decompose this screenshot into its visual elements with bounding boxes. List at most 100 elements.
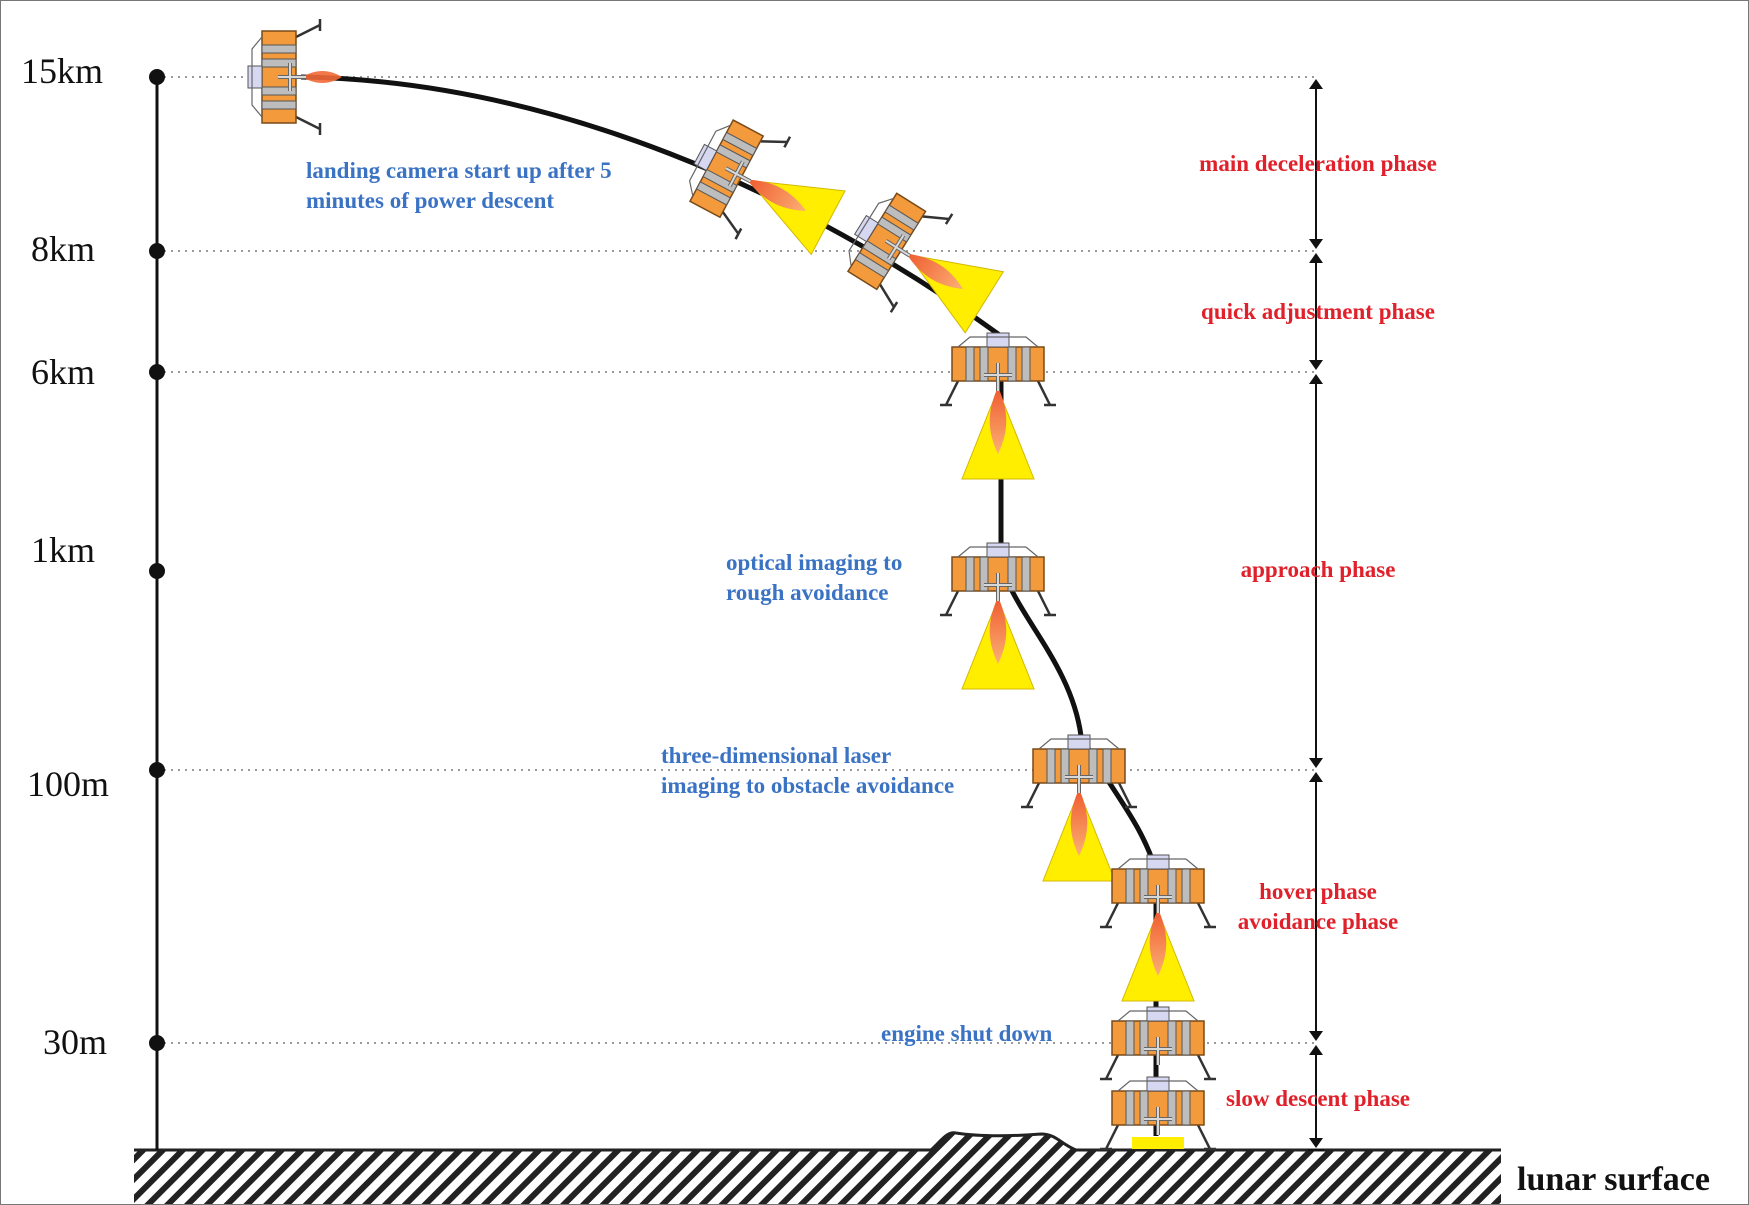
- altitude-label-8km: 8km: [31, 229, 96, 269]
- lander-spacecraft: [1100, 1076, 1216, 1151]
- phase-label-slow-descent: slow descent phase: [1226, 1084, 1410, 1114]
- lander-payload: [986, 332, 1010, 348]
- altitude-marker-dot: [149, 364, 165, 380]
- lander-payload: [1067, 734, 1091, 750]
- altitude-label-30m: 30m: [43, 1022, 108, 1062]
- lander-payload: [1146, 1006, 1170, 1022]
- engine-flame: [302, 71, 342, 83]
- lander-payload: [1146, 1076, 1170, 1092]
- altitude-marker-dot: [149, 243, 165, 259]
- propellant-tank: [1139, 1020, 1149, 1056]
- altitude-label-1km: 1km: [31, 530, 96, 570]
- propellant-tank: [1167, 1020, 1177, 1056]
- propellant-tank: [979, 556, 989, 592]
- phase-label-hover-avoidance: hover phase avoidance phase: [1238, 877, 1398, 937]
- propellant-tank: [1007, 346, 1017, 382]
- propellant-tank: [261, 100, 297, 110]
- event-label-engine-shut-down: engine shut down: [881, 1019, 1052, 1049]
- ground-surface-line: [134, 1131, 1501, 1152]
- altitude-marker-dot: [149, 762, 165, 778]
- lander-payload: [1146, 854, 1170, 870]
- lander-spacecraft: [688, 119, 846, 256]
- propellant-tank: [1007, 556, 1017, 592]
- lander-spacecraft: [940, 542, 1056, 690]
- lander-legs: [940, 586, 1056, 617]
- propellant-tank: [965, 556, 975, 592]
- phase-line: hover phase: [1259, 879, 1377, 904]
- event-line: rough avoidance: [726, 580, 889, 605]
- propellant-tank: [1167, 1090, 1177, 1126]
- phase-span-arrow: [1309, 772, 1323, 1041]
- propellant-tank: [1139, 868, 1149, 904]
- event-line: minutes of power descent: [306, 188, 555, 213]
- altitude-label-6km: 6km: [31, 352, 96, 392]
- propellant-tank: [261, 86, 297, 96]
- lander-legs: [1100, 1050, 1216, 1081]
- lunar-surface-label: lunar surface: [1517, 1161, 1710, 1198]
- propellant-tank: [979, 346, 989, 382]
- lander-spacecraft: [247, 19, 342, 135]
- phase-line: quick adjustment phase: [1201, 299, 1435, 324]
- propellant-tank: [695, 181, 732, 206]
- lander-legs: [1100, 1120, 1216, 1151]
- event-line: optical imaging to: [726, 550, 903, 575]
- event-label-landing-camera: landing camera start up after 5 minutes …: [306, 156, 612, 216]
- lander-legs: [719, 136, 792, 240]
- altitude-marker-dot: [149, 69, 165, 85]
- phase-span-arrow: [1309, 79, 1323, 249]
- propellant-tank: [702, 168, 738, 194]
- phase-label-quick-adjustment: quick adjustment phase: [1201, 297, 1435, 327]
- propellant-tank: [1125, 868, 1135, 904]
- propellant-tank: [1139, 1090, 1149, 1126]
- event-label-optical-imaging: optical imaging to rough avoidance: [726, 548, 902, 608]
- propellant-tank: [862, 240, 897, 267]
- lunar-ground: [134, 1132, 1501, 1204]
- phase-line: main deceleration phase: [1199, 151, 1437, 176]
- propellant-tank: [854, 252, 890, 279]
- engine-flame: [1070, 789, 1088, 856]
- lander-spacecraft: [846, 192, 1005, 334]
- event-line: three-dimensional laser: [661, 743, 892, 768]
- event-line: landing camera start up after 5: [306, 158, 612, 183]
- event-label-laser-imaging: three-dimensional laser imaging to obsta…: [661, 741, 954, 801]
- propellant-tank: [1167, 868, 1177, 904]
- phase-label-main-deceleration: main deceleration phase: [1199, 149, 1437, 179]
- propellant-tank: [884, 204, 919, 231]
- engine-flame: [746, 179, 807, 211]
- phase-span-arrow: [1309, 374, 1323, 768]
- propellant-tank: [1125, 1020, 1135, 1056]
- propellant-tank: [1060, 748, 1070, 784]
- propellant-tank: [1181, 868, 1191, 904]
- phase-line: approach phase: [1240, 557, 1396, 582]
- event-line: engine shut down: [881, 1021, 1053, 1046]
- propellant-tank: [1021, 556, 1031, 592]
- lander-payload: [986, 542, 1010, 558]
- engine-flame: [1149, 909, 1167, 976]
- altitude-marker-dot: [149, 563, 165, 579]
- engine-flame: [989, 597, 1007, 664]
- propellant-tank: [1181, 1020, 1191, 1056]
- lander-payload: [693, 143, 718, 172]
- propellant-tank: [261, 58, 297, 68]
- lander-spacecraft: [1100, 1006, 1216, 1081]
- lander-spacecraft: [1100, 854, 1216, 1002]
- phase-line: avoidance phase: [1237, 909, 1399, 934]
- lander-legs: [876, 213, 954, 313]
- propellant-tank: [261, 44, 297, 54]
- lander-legs: [940, 376, 1056, 407]
- propellant-tank: [1125, 1090, 1135, 1126]
- lander-legs: [291, 19, 322, 135]
- propellant-tank: [965, 346, 975, 382]
- lander-spacecraft: [1021, 734, 1137, 882]
- lander-payload: [853, 214, 879, 243]
- propellant-tank: [722, 131, 758, 157]
- phase-label-approach: approach phase: [1241, 555, 1396, 585]
- event-line: imaging to obstacle avoidance: [661, 773, 955, 798]
- lander-payload: [247, 65, 263, 89]
- phase-span-arrow: [1309, 1045, 1323, 1148]
- altitude-label-100m: 100m: [27, 764, 110, 804]
- propellant-tank: [1046, 748, 1056, 784]
- lander-spacecraft: [940, 332, 1056, 480]
